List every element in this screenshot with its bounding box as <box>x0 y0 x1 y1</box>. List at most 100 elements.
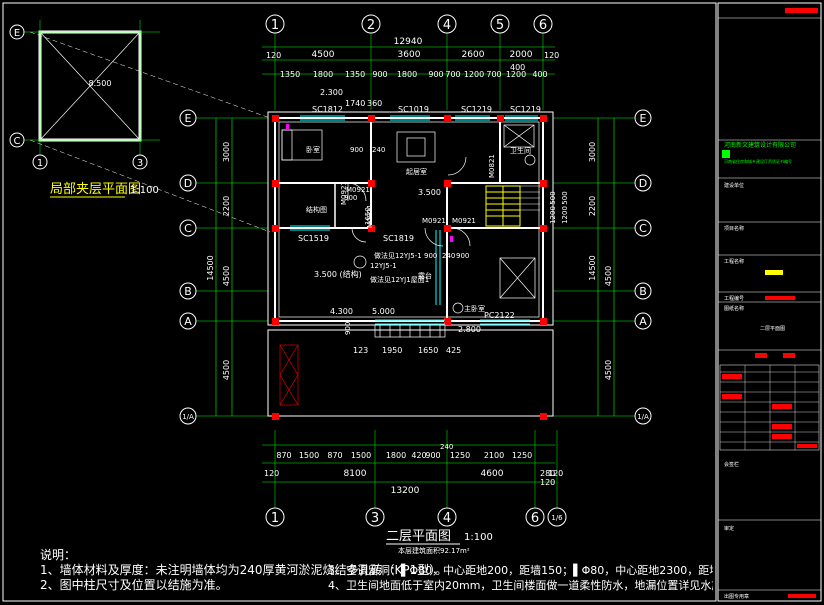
dim-bot-r1-12: 120 <box>540 478 555 487</box>
roof-terrace-outline <box>267 329 554 417</box>
axis-left-1a: 1/A <box>182 413 194 421</box>
axis-bot-6: 6 <box>531 511 539 526</box>
top-dimensions: 120 12940 120 4500 3600 2600 2000 1350 1… <box>262 37 559 108</box>
dim-bot-r1-2: 1500 <box>299 451 319 460</box>
attic-axis-3: 3 <box>137 158 143 169</box>
dim-bot-r1-7: 900 <box>425 451 440 460</box>
inner-dim-7: 900 <box>456 252 469 260</box>
inner-dim-9: 1650 <box>418 346 438 355</box>
dim-top-2000: 2000 <box>510 50 533 60</box>
plan-scale: 1:100 <box>464 532 493 543</box>
right-dim-3000: 3000 <box>588 142 597 162</box>
room-structure: 结构图 <box>306 205 327 214</box>
column-axes-top <box>274 33 544 110</box>
tb-bottom-2: 审定 <box>724 525 734 532</box>
window-label-4: SC1219 <box>510 105 541 114</box>
plan-title: 二层平面图 <box>386 529 451 544</box>
axis-top-5: 5 <box>496 18 504 33</box>
axis-top-4: 4 <box>443 18 451 33</box>
inner-dim-12: 900 <box>344 322 352 335</box>
dim-bot-total: 13200 <box>391 486 420 496</box>
window-label-5: SC1519 <box>298 234 329 243</box>
level-5: 2.800 <box>458 325 481 334</box>
attic-axis-e: E <box>14 28 20 39</box>
dim-top-4500: 4500 <box>312 50 335 60</box>
left-dim-2200: 2200 <box>222 196 231 216</box>
inner-dim-11: 123 <box>353 346 368 355</box>
notes-block-right: 3、空调留洞：▌Φ80，中心距地200，距墙150；▌Φ80，中心距地2300，… <box>328 563 713 593</box>
row-axes <box>196 117 635 417</box>
left-dim-4560: 4500 <box>222 360 231 380</box>
axis-left-d: D <box>184 177 192 190</box>
dim-top-r3-1: 1350 <box>280 70 300 79</box>
window-label-3: SC1219 <box>461 105 492 114</box>
inner-dim-6: 240 <box>442 252 455 260</box>
right-small-500b: 500 <box>561 191 569 204</box>
main-plan: SC1812 SC1019 SC1219 SC1219 SC1519 SC181… <box>267 105 554 420</box>
axis-right-d: D <box>639 177 647 190</box>
right-small-1200b: 1200 <box>561 206 569 224</box>
axis-top-1: 1 <box>271 18 279 33</box>
tb-row-5: 图纸名称 <box>724 305 744 312</box>
inner-dim-10: 425 <box>446 346 461 355</box>
left-dim-3000: 3000 <box>222 142 231 162</box>
left-dim-4500: 4500 <box>222 266 231 286</box>
axis-right-1a: 1/A <box>637 413 649 421</box>
tb-bottom-1: 会签栏 <box>724 461 739 468</box>
dim-bot-r2-1: 120 <box>264 469 279 478</box>
door-label-3: M0921 <box>340 181 348 205</box>
bottom-axis-bubbles: 1 3 4 6 1/6 <box>265 507 567 527</box>
dim-bot-r1-9: 2100 <box>484 451 504 460</box>
axis-left-b: B <box>184 285 192 298</box>
level-4: 5.000 <box>372 307 395 316</box>
axis-top-6: 6 <box>539 18 547 33</box>
door-label-5: M0821 <box>488 154 496 178</box>
stair <box>485 185 521 227</box>
annotation-2: 12YJ5-1 <box>370 262 397 270</box>
right-dim-4560: 4500 <box>604 360 613 380</box>
axis-bot-1-6: 1/6 <box>551 514 563 522</box>
dim-top-120-left: 120 <box>266 51 281 60</box>
attic-scale: 1:100 <box>130 185 159 196</box>
axis-right-a: A <box>639 315 647 328</box>
level-2: 3.500 (结构) <box>314 269 362 279</box>
room-bathroom: 卫生间 <box>510 146 531 155</box>
dim-top-r3-11: 400 <box>532 70 547 79</box>
dim-bot-r1-10: 1250 <box>512 451 532 460</box>
inner-dim-1: 900 <box>350 146 363 154</box>
tb-row-2: 项目名称 <box>724 225 744 232</box>
dim-top-r3-5: 1800 <box>397 70 417 79</box>
dim-400: 400 <box>510 63 525 72</box>
dim-360: 360 <box>367 99 382 108</box>
tb-row-4: 工程编号 <box>724 295 744 302</box>
notes-title: 说明： <box>40 548 77 562</box>
door-label-6: M0921 <box>366 204 374 228</box>
attic-axis-c: C <box>14 136 21 147</box>
dim-top-r3-4: 900 <box>372 70 387 79</box>
dim-bot-r1-6: 420 <box>411 451 426 460</box>
dim-top-r3-7: 700 <box>445 70 460 79</box>
dim-bot-r1-8: 1250 <box>450 451 470 460</box>
dim-top-2600: 2600 <box>462 50 485 60</box>
axis-bot-4: 4 <box>443 511 451 526</box>
room-bedroom: 卧室 <box>306 145 320 154</box>
room-terrace: 露台 <box>418 271 432 280</box>
door-label-1: M0921 <box>422 217 446 225</box>
title-block: 河南新文建筑设计有限公司 河南省住房和城乡建设厅资质证书编号 建设单位 项目名称… <box>717 2 822 602</box>
window-label-6: SC1819 <box>383 234 414 243</box>
left-dimensions: 3000 2200 4500 14500 4500 <box>206 118 233 416</box>
inner-dim-3: 900 <box>344 194 357 202</box>
dim-top-r3-9: 700 <box>486 70 501 79</box>
bottom-dimensions: 870 1500 870 1500 1800 420 900 1250 2100… <box>262 430 563 508</box>
attic-axis-1: 1 <box>37 158 43 169</box>
door-label-2: M0921 <box>452 217 476 225</box>
left-dim-total: 14500 <box>206 255 215 280</box>
dim-top-r3-8: 1200 <box>464 70 484 79</box>
company-sub: 河南省住房和城乡建设厅资质证书编号 <box>724 158 792 164</box>
attic-level: 8.500 <box>89 79 112 88</box>
dim-bot-r2-4: 120 <box>548 469 563 478</box>
level-3: 4.300 <box>330 307 353 316</box>
room-living: 起居室 <box>406 167 427 176</box>
note-2: 2、图中柱尺寸及位置以结施为准。 <box>40 578 228 592</box>
